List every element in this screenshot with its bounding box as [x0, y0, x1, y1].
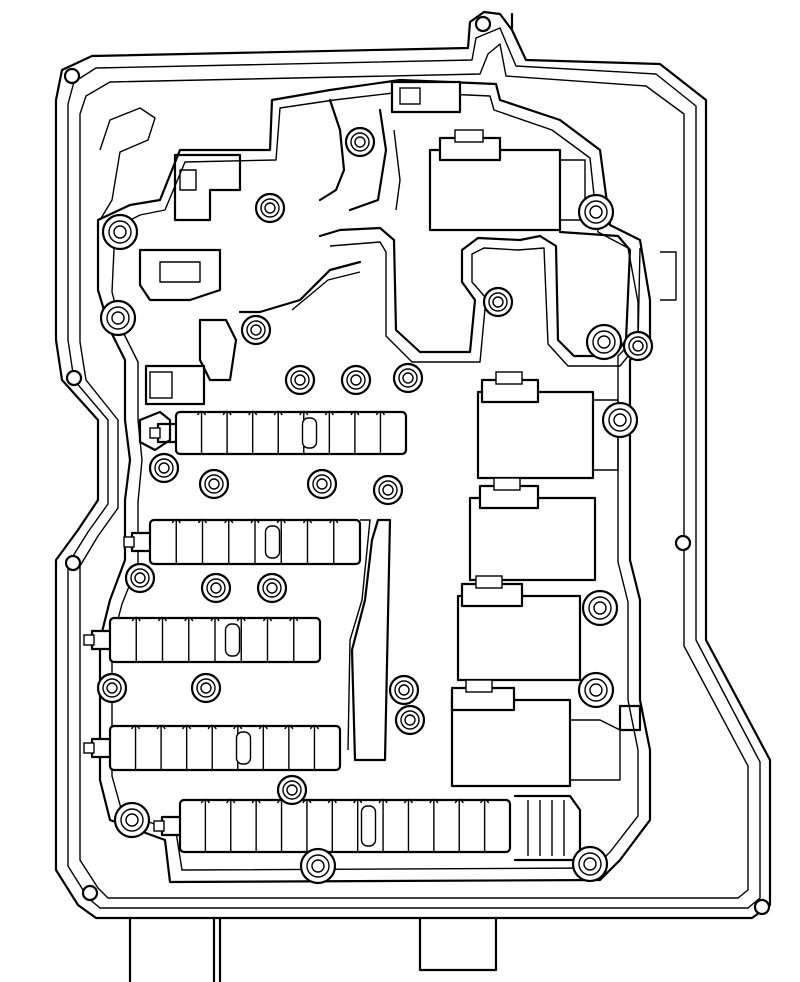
bolt	[284, 364, 316, 396]
bolt	[482, 286, 514, 318]
solenoid-valve	[468, 477, 597, 582]
bolt	[571, 845, 609, 883]
bolt	[200, 572, 232, 604]
bolt	[256, 572, 288, 604]
bolt	[344, 126, 376, 158]
mounting-hole	[63, 67, 81, 85]
bolt	[299, 847, 337, 885]
bolt	[581, 589, 619, 627]
bolt	[101, 213, 139, 251]
bolt	[601, 401, 639, 439]
bolt-group	[96, 126, 654, 885]
spool-valve	[83, 616, 322, 664]
spool-valve	[123, 518, 362, 566]
bolt	[306, 468, 338, 500]
mounting-hole	[81, 884, 99, 902]
bolt	[340, 364, 372, 396]
mounting-hole	[65, 369, 83, 387]
bolt	[198, 468, 230, 500]
oil-passage	[238, 98, 641, 367]
bolt	[124, 562, 156, 594]
solenoid-valve	[428, 129, 586, 232]
valve-body-detail	[138, 153, 677, 862]
bolt	[254, 192, 286, 224]
bolt	[622, 330, 654, 362]
case-outline	[54, 10, 772, 982]
bolt	[388, 674, 420, 706]
bolt	[96, 672, 128, 704]
solenoid-valve-group	[390, 80, 621, 788]
solenoid-valve	[450, 679, 621, 788]
mounting-hole	[674, 534, 692, 552]
bolt	[190, 672, 222, 704]
spool-valve	[83, 724, 342, 772]
bolt	[99, 299, 137, 337]
bolt	[392, 362, 424, 394]
bolt	[276, 774, 308, 806]
mounting-hole	[753, 898, 771, 916]
solenoid-valve	[476, 371, 619, 480]
spool-valve-group	[83, 410, 512, 854]
bolt	[585, 323, 623, 361]
spool-valve	[149, 410, 408, 456]
mounting-hole	[64, 554, 82, 572]
bolt	[577, 671, 615, 709]
bolt	[372, 474, 404, 506]
spool-valve	[153, 798, 512, 854]
bolt	[148, 452, 180, 484]
bolt	[394, 704, 426, 736]
valve-body	[96, 78, 652, 884]
solenoid-valve	[456, 575, 582, 682]
bolt	[577, 193, 615, 231]
mounting-hole	[474, 15, 492, 33]
bolt	[113, 801, 151, 839]
bolt	[240, 314, 272, 346]
solenoid-connector	[390, 80, 462, 114]
